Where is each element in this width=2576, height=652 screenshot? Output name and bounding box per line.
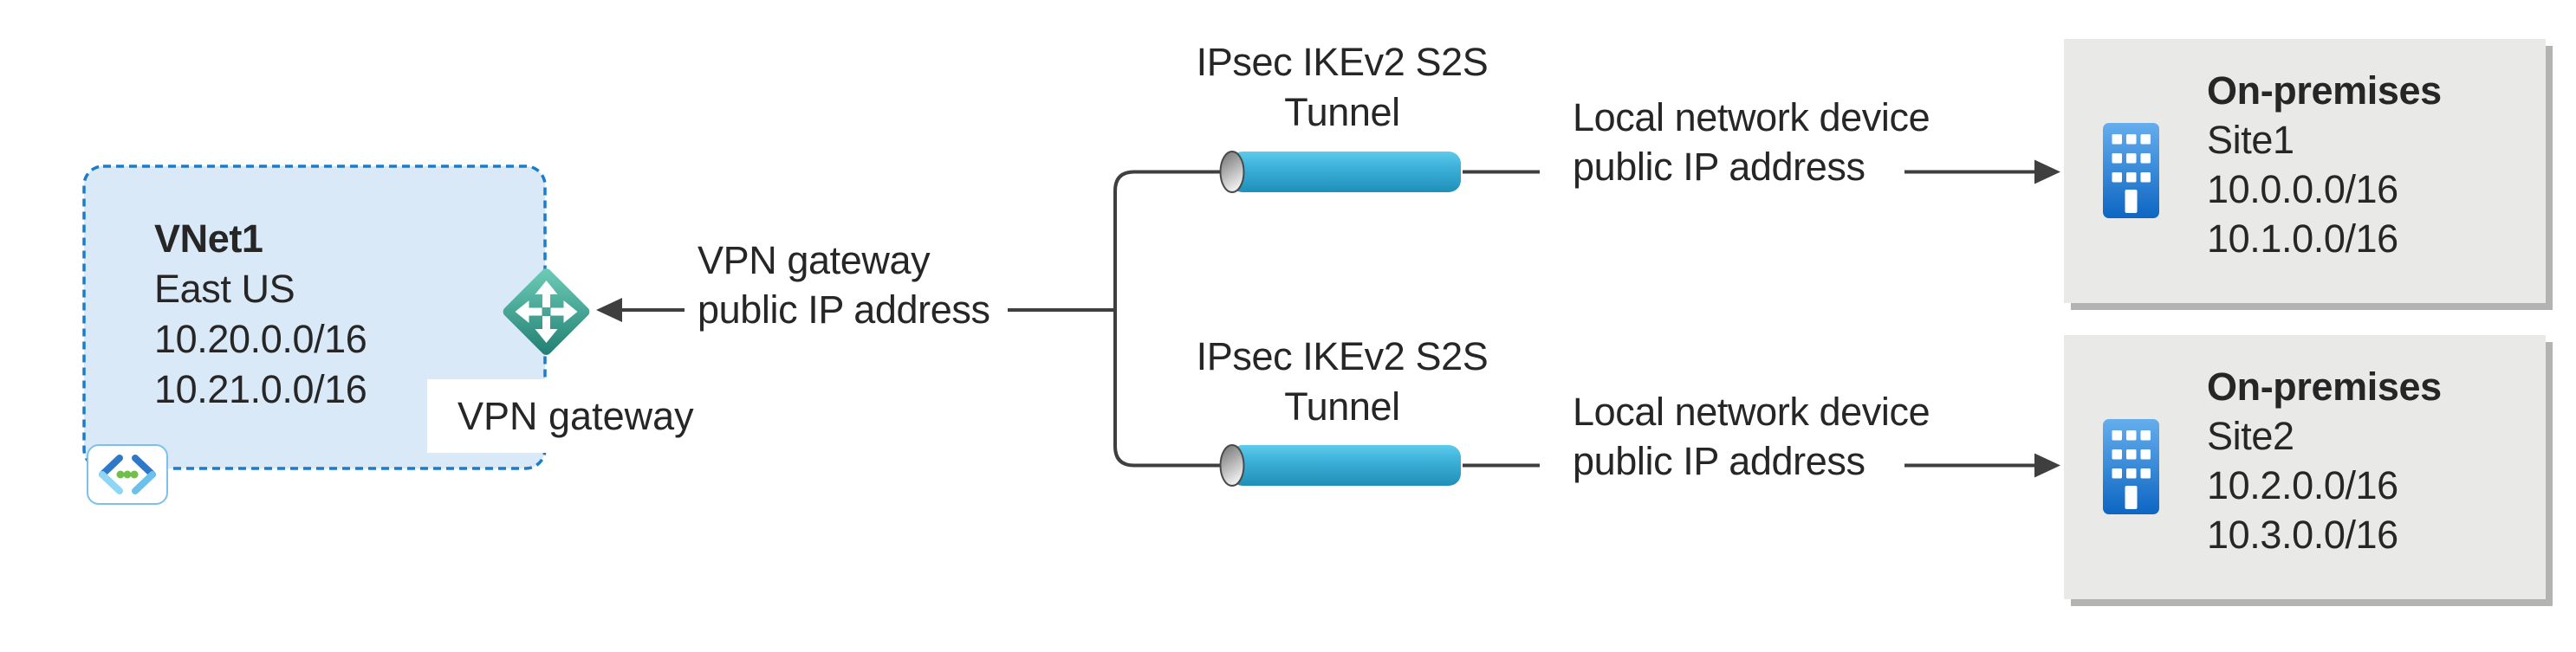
device2-annotation: Local network device public IP address (1573, 387, 1930, 486)
vnet-name: VNet1 (154, 216, 263, 261)
site2-address-space-2: 10.3.0.0/16 (2207, 513, 2398, 557)
gateway-annotation-line1: VPN gateway (698, 238, 931, 282)
branch-connector (1113, 170, 1223, 468)
device2-line2: public IP address (1573, 439, 1865, 483)
site1-info: On-premises Site1 10.0.0.0/16 10.1.0.0/1… (2207, 66, 2442, 263)
tunnel2-label-line1: IPsec IKEv2 S2S (1196, 334, 1489, 378)
tunnel-cylinder-icon (1219, 444, 1462, 487)
vnet-region: East US (154, 267, 295, 311)
site1-name: Site1 (2207, 118, 2294, 162)
vnet-address-space-1: 10.20.0.0/16 (154, 317, 367, 361)
vpn-gateway-icon (503, 268, 590, 355)
device2-line1: Local network device (1573, 390, 1930, 434)
vnet-address-space-2: 10.21.0.0/16 (154, 367, 367, 411)
device1-annotation: Local network device public IP address (1573, 93, 1930, 191)
tunnel1-label-line2: Tunnel (1284, 90, 1400, 134)
site2-info: On-premises Site2 10.2.0.0/16 10.3.0.0/1… (2207, 362, 2442, 559)
site1-title: On-premises (2207, 68, 2442, 113)
connector-lines (1008, 170, 1540, 468)
building-icon (2103, 123, 2159, 218)
tunnel1-label: IPsec IKEv2 S2S Tunnel (1169, 37, 1515, 138)
gateway-public-ip-annotation: VPN gateway public IP address (698, 236, 990, 334)
arrow-to-site2-icon (1904, 453, 2060, 478)
device1-line1: Local network device (1573, 95, 1930, 139)
vpn-gateway-label: VPN gateway (427, 379, 719, 453)
vnet-info: VNet1 East US 10.20.0.0/16 10.21.0.0/16 (154, 214, 367, 415)
site2-name: Site2 (2207, 414, 2294, 458)
tunnel2-label: IPsec IKEv2 S2S Tunnel (1169, 332, 1515, 432)
site1-address-space-1: 10.0.0.0/16 (2207, 167, 2398, 211)
site1-address-space-2: 10.1.0.0/16 (2207, 216, 2398, 261)
virtual-network-icon (87, 444, 168, 505)
site2-title: On-premises (2207, 365, 2442, 409)
tunnel-cylinder-icon (1219, 151, 1462, 193)
gateway-annotation-line2: public IP address (698, 287, 990, 332)
tunnel1-label-line1: IPsec IKEv2 S2S (1196, 40, 1489, 84)
site2-address-space-1: 10.2.0.0/16 (2207, 463, 2398, 507)
arrow-to-gateway-icon (596, 298, 685, 322)
building-icon (2103, 419, 2159, 514)
arrow-to-site1-icon (1904, 159, 2060, 184)
virtual-network-glyph (99, 455, 156, 494)
device1-line2: public IP address (1573, 145, 1865, 189)
tunnel2-label-line2: Tunnel (1284, 384, 1400, 429)
